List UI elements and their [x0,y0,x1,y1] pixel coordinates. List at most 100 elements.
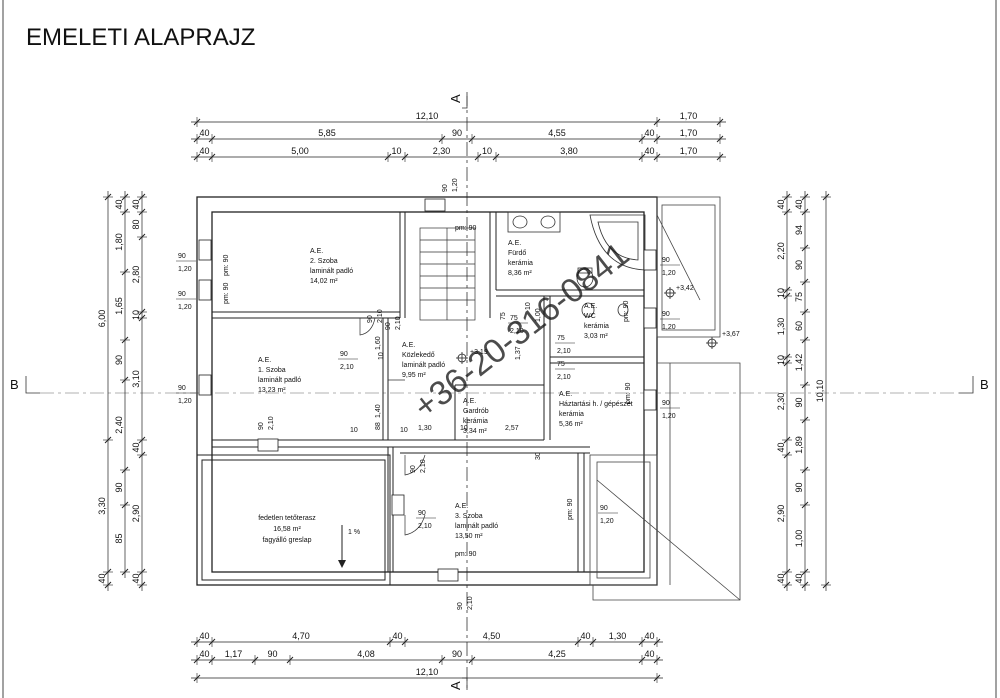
opening-width: 90 [410,465,417,473]
dim-left-col3-value: 2,80 [131,266,141,284]
interior-dimension: pm: 90 [223,282,230,304]
dim-bottom-row1-value: 4,70 [292,631,310,641]
dim-top-row3-value: 10 [482,146,492,156]
dim-left-col3-value: 2,90 [131,505,141,523]
opening-height: 1,20 [662,270,676,277]
dim-right-col2-value: 1,42 [794,354,804,372]
room-name: 1. Szoba [258,367,286,374]
dim-left-col2-value: 1,80 [114,233,124,251]
dim-top-row2-value: 4,55 [548,128,566,138]
dim-right-col2-value: 94 [794,225,804,235]
room-code: A.E. [258,357,271,364]
interior-dimension: pm: 90 [567,498,574,520]
interior-dimension: 1,00 [535,308,542,322]
interior-dimension: 10 [525,302,532,310]
dim-left-col3-value: 10 [131,310,141,320]
opening-width: 90 [457,602,464,610]
opening-width: 90 [418,510,426,517]
dim-bottom-row1-value: 4,50 [483,631,501,641]
opening-width: 90 [258,422,265,430]
dim-bottom-row2-value: 40 [199,649,209,659]
room-name: 2. Szoba [310,258,338,265]
dim-left-col2-value: 90 [114,355,124,365]
opening-width: 90 [600,505,608,512]
section-a-bottom-label: A [448,681,463,690]
dim-right-col2-value: 60 [794,321,804,331]
opening-height: 1,20 [662,413,676,420]
dim-bottom-row2-value: 90 [267,649,277,659]
dim-top-row3-value: 1,70 [680,146,698,156]
opening-width: 90 [178,291,186,298]
dim-left-col3-value: 80 [131,219,141,229]
dim-left-col3-value: 40 [131,573,141,583]
dim-bottom-row2-value: 4,08 [357,649,375,659]
dim-left-col1-value: 6,00 [97,310,107,328]
interior-walls [212,212,644,572]
room-code: A.E. [463,398,476,405]
window-mark [424,198,446,212]
window-mark [643,307,657,329]
room-code: A.E. [402,342,415,349]
window-mark [391,494,405,516]
dim-top-row2-value: 1,70 [680,128,698,138]
room-code: A.E. [310,248,323,255]
dim-right-col2-value: 40 [794,573,804,583]
interior-dimension: 2,57 [505,425,519,432]
level-value: +3,67 [722,331,740,338]
interior-dimension: 10 [400,427,408,434]
dim-right-col2-value: 90 [794,397,804,407]
room-floor: kerámia [559,411,584,418]
opening-height: 1,20 [178,398,192,405]
dim-top-row1-value: 1,70 [680,111,698,121]
interior-dimension: pm: 90 [455,225,477,232]
interior-dimension: 10 [350,427,358,434]
room-floor: laminált padló [402,362,445,369]
room-code: A.E. [559,391,572,398]
dim-right-col2-value: 90 [794,260,804,270]
slope-arrow [338,525,346,568]
opening-width: 90 [367,315,374,323]
dim-bottom-row1-value: 40 [644,631,654,641]
opening-height: 1,20 [178,304,192,311]
opening-width: 90 [662,311,670,318]
opening-height: 2,10 [395,316,402,330]
dim-top-row3-value: 40 [644,146,654,156]
room-name: Háztartási h. / gépészet [559,401,633,408]
opening-width: 90 [662,400,670,407]
dim-right-col1-value: 2,30 [776,393,786,411]
opening-width: 75 [557,335,565,342]
dim-left-col3-value: 40 [131,442,141,452]
interior-dimension: pm: 90 [623,300,630,322]
window-mark [198,239,212,261]
dim-bottom-row2-value: 1,17 [225,649,243,659]
dim-top-row2-value: 5,85 [318,128,336,138]
dim-right-col1-value: 1,30 [776,318,786,336]
opening-height: 1,20 [452,178,459,192]
interior-dimension: 10 [378,352,385,360]
opening-width: 90 [662,257,670,264]
dim-bottom-row1-value: 1,30 [609,631,627,641]
dim-bottom-row1-value: 40 [199,631,209,641]
opening-height: 2,10 [377,309,384,323]
window-mark [198,279,212,301]
room-name: Közlekedő [402,352,435,359]
dim-right-col1-value: 2,90 [776,505,786,523]
room-area: 3,34 m² [463,428,487,435]
dim-top-row3-value: 5,00 [291,146,309,156]
terrace-floor: fagyálló greslap [262,537,311,544]
dim-left-col3-value: 40 [131,199,141,209]
door-swings [359,317,426,536]
opening-height: 2,10 [557,348,571,355]
interior-dimension: 1,60 [375,336,382,350]
section-a-top-label: A [448,94,463,103]
room-floor: laminált padló [455,523,498,530]
opening-height: 2,10 [268,416,275,430]
dim-top-row1-value: 12,10 [416,111,439,121]
room-area: 14,02 m² [310,278,338,285]
balcony-outline [589,196,741,601]
room-area: 3,03 m² [584,333,608,340]
dim-left-col2-value: 1,65 [114,297,124,315]
dim-right-col2-value: 1,00 [794,530,804,548]
dim-right-col1-value: 40 [776,573,786,583]
